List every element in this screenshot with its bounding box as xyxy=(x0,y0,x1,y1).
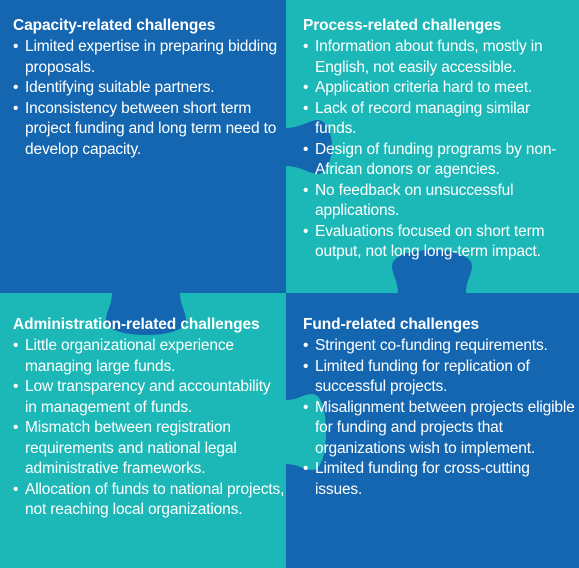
list-item: Misalignment between projects eligible f… xyxy=(303,398,575,460)
list-item: Little organizational experience managin… xyxy=(13,336,285,377)
list-item: Limited funding for cross-cutting issues… xyxy=(303,459,575,500)
list-item: No feedback on unsuccessful applications… xyxy=(303,181,575,222)
fund-list: Stringent co-funding requirements. Limit… xyxy=(303,336,575,500)
puzzle-knob-left xyxy=(106,293,186,335)
list-item: Allocation of funds to national projects… xyxy=(13,480,285,521)
list-item: Design of funding programs by non-Africa… xyxy=(303,140,575,181)
capacity-heading: Capacity-related challenges xyxy=(13,17,216,34)
list-item: Mismatch between registration requiremen… xyxy=(13,418,285,480)
administration-heading: Administration-related challenges xyxy=(13,316,260,333)
list-item: Lack of record managing similar funds. xyxy=(303,99,575,140)
administration-list: Little organizational experience managin… xyxy=(13,336,285,521)
list-item: Stringent co-funding requirements. xyxy=(303,336,575,357)
fund-challenges: Fund-related challenges Stringent co-fun… xyxy=(303,315,575,500)
fund-heading: Fund-related challenges xyxy=(303,316,479,333)
list-item: Identifying suitable partners. xyxy=(13,78,283,99)
list-item: Low transparency and accountability in m… xyxy=(13,377,285,418)
process-heading: Process-related challenges xyxy=(303,17,502,34)
capacity-challenges: Capacity-related challenges Limited expe… xyxy=(13,16,283,160)
list-item: Information about funds, mostly in Engli… xyxy=(303,37,575,78)
list-item: Limited funding for replication of succe… xyxy=(303,357,575,398)
administration-challenges: Administration-related challenges Little… xyxy=(13,315,285,521)
list-item: Limited expertise in preparing bidding p… xyxy=(13,37,283,78)
capacity-list: Limited expertise in preparing bidding p… xyxy=(13,37,283,160)
process-challenges: Process-related challenges Information a… xyxy=(303,16,575,263)
list-item: Evaluations focused on short term output… xyxy=(303,222,575,263)
list-item: Application criteria hard to meet. xyxy=(303,78,575,99)
process-list: Information about funds, mostly in Engli… xyxy=(303,37,575,263)
list-item: Inconsistency between short term project… xyxy=(13,99,283,161)
